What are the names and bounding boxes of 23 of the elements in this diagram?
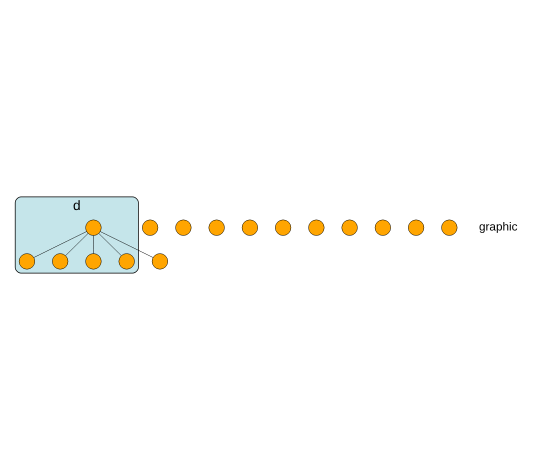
node-circle: [85, 253, 102, 270]
cluster: d: [14, 196, 139, 274]
node-circle: [18, 253, 35, 270]
connector: [34, 231, 87, 258]
node-circle: [152, 253, 168, 270]
node-circle: [374, 220, 391, 236]
connector: [65, 233, 88, 256]
connector: [100, 231, 154, 258]
node-circle: [275, 220, 292, 236]
node-circle: [175, 220, 192, 236]
connector: [98, 233, 122, 256]
label: graphic: [479, 220, 518, 234]
node-circle: [118, 253, 135, 270]
node-circle: [142, 220, 158, 236]
connector: [93, 235, 94, 254]
node-circle: [85, 220, 102, 236]
node-circle: [441, 220, 458, 236]
node-circle: [342, 220, 358, 236]
node-circle: [408, 220, 424, 236]
node-circle: [308, 220, 324, 236]
node-circle: [242, 220, 258, 236]
node-circle: [52, 253, 68, 270]
node-circle: [208, 220, 225, 236]
